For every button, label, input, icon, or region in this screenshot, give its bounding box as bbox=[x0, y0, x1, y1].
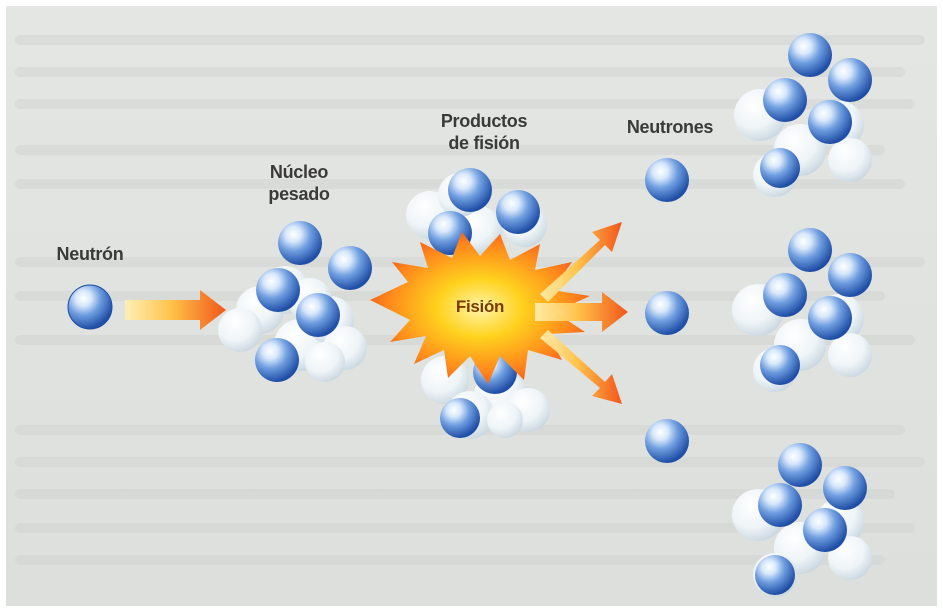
label-fission-products: Productos de fisión bbox=[424, 110, 544, 154]
label-fission: Fisión bbox=[430, 296, 530, 318]
label-neutrons: Neutrones bbox=[610, 116, 730, 138]
released-neutron-3 bbox=[645, 419, 689, 463]
label-neutron: Neutrón bbox=[40, 243, 140, 265]
label-heavy-nucleus: Núcleo pesado bbox=[244, 161, 354, 205]
incoming-neutron bbox=[68, 285, 112, 329]
released-neutron-1 bbox=[645, 158, 689, 202]
released-neutron-2 bbox=[645, 291, 689, 335]
